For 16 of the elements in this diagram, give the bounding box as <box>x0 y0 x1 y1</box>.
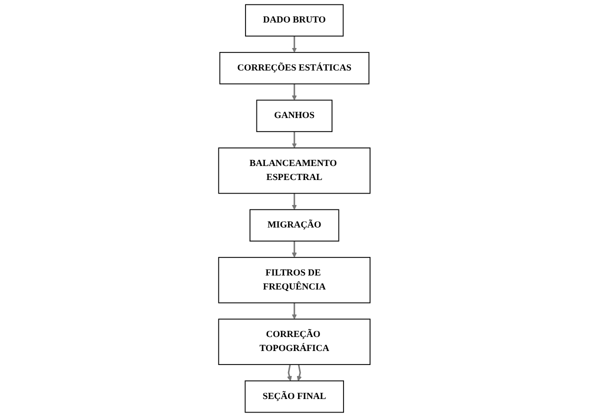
node-box: MIGRAÇÃO <box>250 209 340 242</box>
node-box: FILTROS DE FREQUÊNCIA <box>218 256 371 304</box>
node-box: DADO BRUTO <box>245 4 344 37</box>
node-box: BALANCEAMENTO ESPECTRAL <box>218 148 371 194</box>
arrow <box>292 84 298 100</box>
node-box: GANHOS <box>256 100 333 132</box>
arrow <box>292 241 298 258</box>
node-box: CORREÇÕES ESTÁTICAS <box>220 52 370 84</box>
node-box: CORREÇÃO TOPOGRÁFICA <box>218 318 371 365</box>
arrow <box>292 36 298 53</box>
node-box: SEÇÃO FINAL <box>244 380 344 413</box>
arrow <box>296 364 302 382</box>
arrow <box>287 364 292 382</box>
arrow <box>292 193 298 210</box>
arrow <box>292 302 298 320</box>
arrow <box>292 132 298 148</box>
